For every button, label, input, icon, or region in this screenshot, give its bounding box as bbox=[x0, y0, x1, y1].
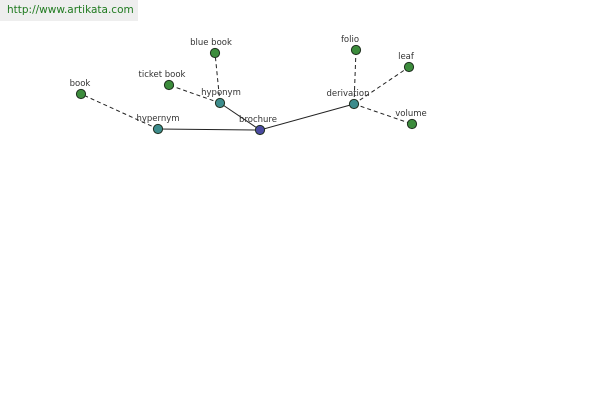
graph-nodes bbox=[75, 44, 418, 136]
node-blue-book[interactable] bbox=[209, 47, 221, 59]
label-book[interactable]: book bbox=[70, 79, 91, 89]
edge-hypernym-book bbox=[80, 93, 159, 130]
edge-brochure-hyponym bbox=[219, 102, 261, 131]
node-derivation[interactable] bbox=[348, 98, 360, 110]
label-folio[interactable]: folio bbox=[341, 35, 359, 45]
node-hyponym[interactable] bbox=[214, 97, 226, 109]
edge-derivation-folio bbox=[353, 49, 357, 105]
graph-edges bbox=[80, 49, 413, 131]
label-blue-book[interactable]: blue book bbox=[190, 38, 232, 48]
edge-hyponym-ticket-book bbox=[168, 84, 221, 104]
site-url[interactable]: http://www.artikata.com bbox=[7, 4, 134, 16]
edge-hyponym-blue-book bbox=[214, 52, 221, 104]
node-ticket-book[interactable] bbox=[163, 79, 175, 91]
edge-brochure-hypernym bbox=[157, 128, 261, 131]
label-leaf[interactable]: leaf bbox=[398, 52, 415, 62]
label-hypernym[interactable]: hypernym bbox=[136, 114, 179, 124]
url-banner: http://www.artikata.com bbox=[0, 0, 138, 21]
edge-derivation-volume bbox=[353, 103, 413, 125]
label-derivation[interactable]: derivation bbox=[326, 89, 369, 99]
node-brochure[interactable] bbox=[254, 124, 266, 136]
label-ticket-book[interactable]: ticket book bbox=[139, 70, 186, 80]
label-volume[interactable]: volume bbox=[395, 109, 427, 119]
node-hypernym[interactable] bbox=[152, 123, 164, 135]
node-leaf[interactable] bbox=[403, 61, 415, 73]
node-volume[interactable] bbox=[406, 118, 418, 130]
edge-brochure-derivation bbox=[259, 103, 355, 131]
graph-labels: brochure hypernym hyponym derivation book tic… bbox=[70, 35, 427, 125]
node-book[interactable] bbox=[75, 88, 87, 100]
label-hyponym[interactable]: hyponym bbox=[201, 88, 241, 98]
label-brochure[interactable]: brochure bbox=[239, 115, 277, 125]
node-folio[interactable] bbox=[350, 44, 362, 56]
